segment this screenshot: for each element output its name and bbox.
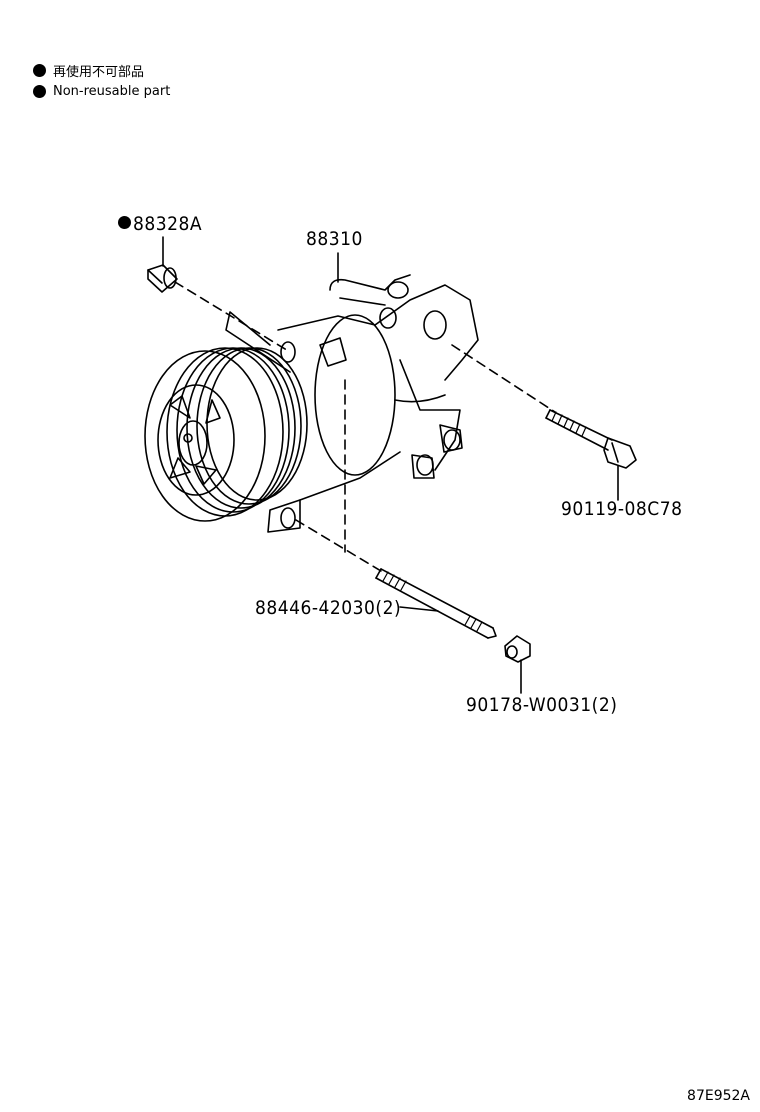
leader-lines bbox=[163, 237, 618, 693]
part-label-seal[interactable]: 88328A bbox=[118, 213, 202, 235]
part-label-compressor[interactable]: 88310 bbox=[306, 228, 363, 250]
nut-drawing bbox=[505, 636, 530, 662]
legend-text-jp: 再使用不可部品 bbox=[53, 65, 145, 80]
seal-part-drawing bbox=[148, 265, 177, 292]
bolt-drawing bbox=[546, 410, 636, 468]
part-label-stud[interactable]: 88446-42030(2) bbox=[255, 597, 402, 619]
non-reusable-bullet-icon bbox=[33, 85, 46, 98]
diagram-code: 87E952A bbox=[687, 1088, 750, 1104]
part-label-bolt[interactable]: 90119-08C78 bbox=[561, 498, 683, 520]
legend: 再使用不可部品 Non-reusable part bbox=[33, 60, 170, 102]
part-label-nut[interactable]: 90178-W0031(2) bbox=[466, 694, 618, 716]
legend-text-en: Non-reusable part bbox=[53, 84, 171, 99]
stud-drawing bbox=[376, 569, 496, 638]
non-reusable-bullet-icon bbox=[33, 64, 46, 77]
compressor-drawing bbox=[145, 275, 478, 532]
non-reusable-bullet-icon bbox=[118, 216, 131, 229]
legend-row-en: Non-reusable part bbox=[33, 81, 170, 102]
legend-row-jp: 再使用不可部品 bbox=[33, 60, 170, 81]
